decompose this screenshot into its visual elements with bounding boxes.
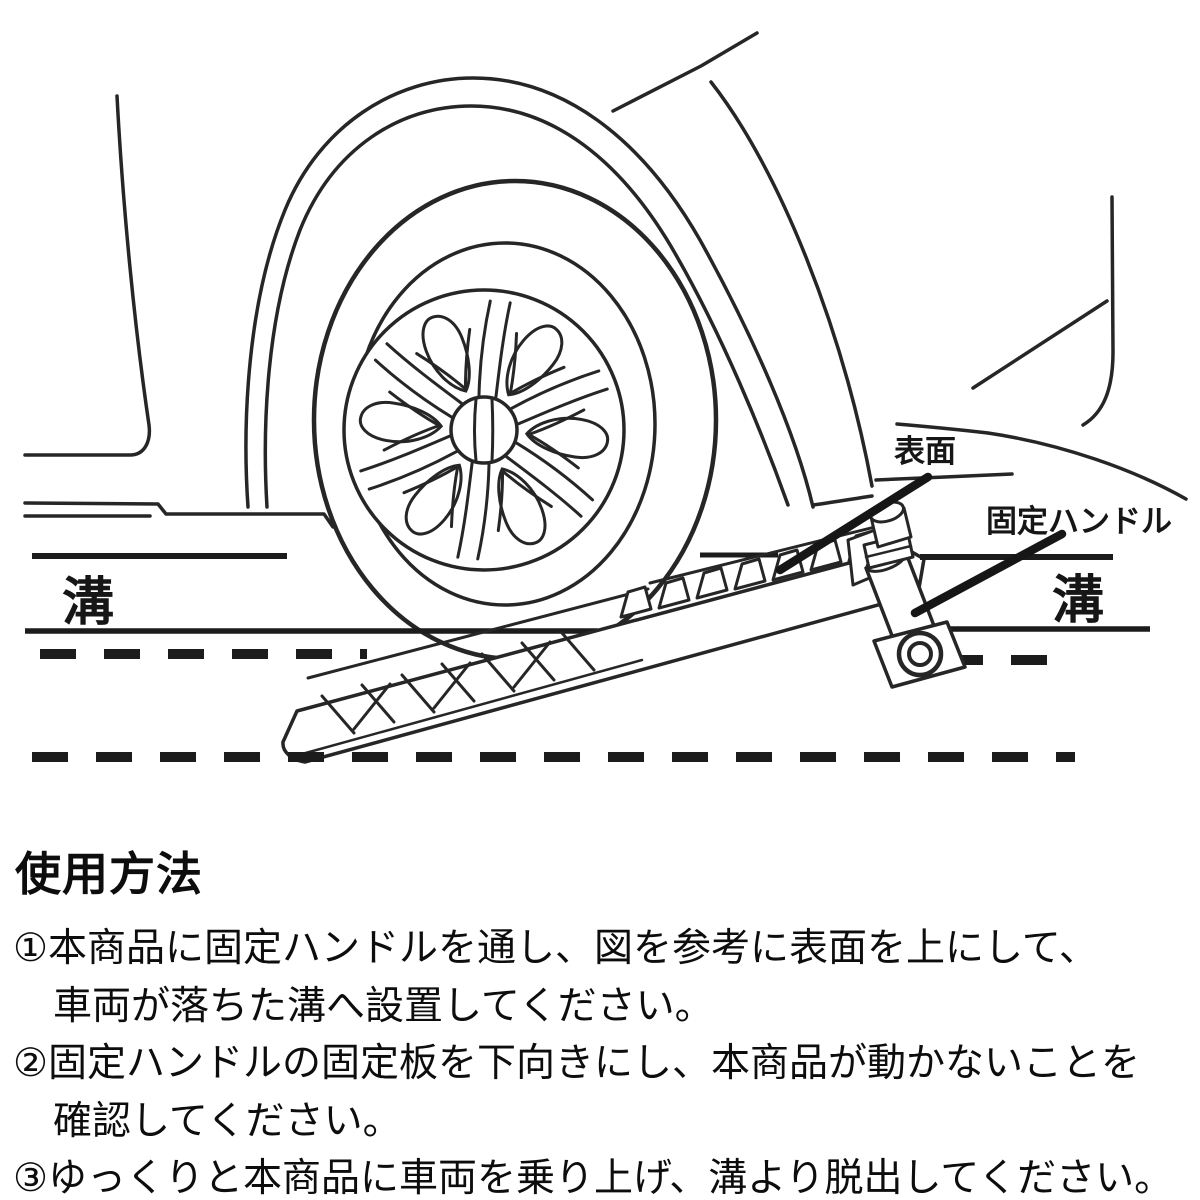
ramp-lower-rail <box>306 587 650 680</box>
hub-cap <box>449 395 519 465</box>
usage-instructions: 使用方法 ①本商品に固定ハンドルを通し、図を参考に表面を上にして、 車両が落ちた… <box>13 838 1195 1200</box>
instruction-line-1: ①本商品に固定ハンドルを通し、図を参考に表面を上にして、 <box>13 927 1098 970</box>
leader-lines <box>775 472 1067 618</box>
handle-leader-line <box>910 529 1067 618</box>
instruction-line-3: ③ゆっくりと本商品に車両を乗り上げ、溝より脱出してください。 <box>13 1157 1174 1200</box>
label-groove-right: 溝 <box>1052 572 1105 630</box>
ramp-bottom-accent <box>300 658 644 756</box>
instruction-line-1-cont: 車両が落ちた溝へ設置してください。 <box>53 984 714 1028</box>
surface-leader-line <box>775 472 933 575</box>
diagram-illustration: 表面 固定ハンドル 溝 溝 <box>23 31 1188 764</box>
instruction-line-2: ②固定ハンドルの固定板を下向きにし、本商品が動かないことを <box>13 1042 1140 1085</box>
label-fixing-handle: 固定ハンドル <box>986 504 1172 539</box>
groove-dashed-lines <box>32 649 1075 762</box>
label-surface: 表面 <box>894 434 956 469</box>
ramp-hatch <box>320 631 596 735</box>
car-body-lines <box>23 31 1188 549</box>
car-wheel-ramp-illustration <box>23 31 1188 764</box>
instruction-line-2-cont: 確認してください。 <box>53 1099 402 1143</box>
handle-collar-line <box>864 544 913 559</box>
wheel <box>311 178 719 662</box>
fixing-plate-ring-inner <box>907 641 933 667</box>
escape-ramp <box>281 520 926 764</box>
hub-detail <box>473 397 495 463</box>
ground-lines-left <box>25 553 598 634</box>
ramp-back-rail <box>648 520 897 585</box>
instructions-heading: 使用方法 <box>15 848 203 900</box>
fixing-handle <box>846 500 967 689</box>
label-groove-left: 溝 <box>62 574 115 632</box>
